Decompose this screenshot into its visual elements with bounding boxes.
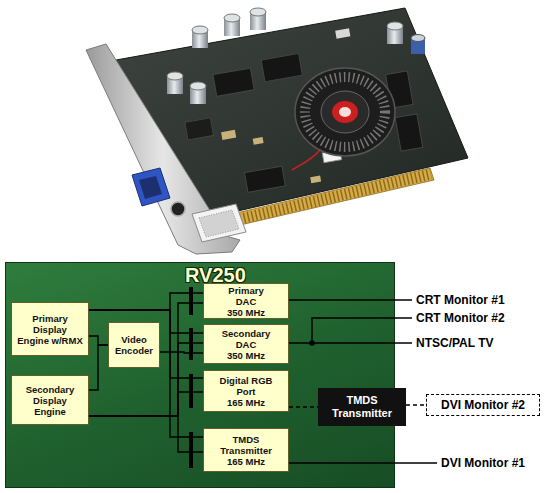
memory-chip	[213, 68, 254, 96]
vga-port	[132, 168, 170, 206]
heatsink-fins	[305, 77, 385, 147]
transmitter-box: TMDS Transmitter	[318, 388, 406, 426]
logo-badge	[332, 101, 358, 123]
output-label: NTSC/PAL TV	[416, 336, 494, 350]
block-label: TMDS Transmitter	[320, 394, 404, 420]
display-engine-box: Primary Display Engine w/RMX	[11, 302, 89, 356]
fan-hub	[321, 91, 369, 133]
mounting-bracket	[86, 44, 240, 254]
encoder-box: Video Encoder	[108, 322, 160, 368]
capacitor-top	[387, 22, 403, 30]
block-label: 350 MHz	[227, 307, 265, 318]
capacitor-top	[224, 14, 240, 22]
logo-mark	[339, 107, 351, 117]
capacitor-top	[167, 72, 183, 80]
chip-group	[174, 19, 426, 203]
block-label: DVI Monitor #2	[441, 398, 525, 412]
output-label: CRT Monitor #1	[416, 293, 505, 307]
smd-part	[310, 176, 321, 184]
block-label: Video Encoder	[111, 334, 157, 356]
block-label: Digital RGB Port	[211, 375, 281, 397]
smd-part	[221, 130, 236, 140]
output-port-box: TMDS Transmitter165 MHz	[203, 428, 289, 472]
vga-socket	[139, 176, 162, 199]
output-port-box: Digital RGB Port165 MHz	[203, 370, 289, 412]
circuit-board	[105, 8, 468, 222]
capacitor-top	[192, 26, 208, 34]
small-chip	[185, 118, 214, 140]
s-video-port	[171, 202, 185, 216]
output-port-box: Secondary DAC350 MHz	[203, 324, 289, 364]
block-label: 165 MHz	[227, 397, 265, 408]
display-engine-box: Secondary Display Engine	[11, 375, 89, 425]
block-label: Primary DAC	[218, 285, 274, 307]
block-label: 350 MHz	[227, 350, 265, 361]
memory-chip	[395, 114, 423, 151]
chip-panel: RV250Primary Display Engine w/RMXSeconda…	[5, 262, 395, 488]
dvi-port	[192, 204, 246, 242]
dashed-link	[406, 404, 426, 405]
block-label: 165 MHz	[227, 456, 265, 467]
capacitor-top	[190, 82, 206, 90]
block-label: Secondary Display Engine	[17, 384, 84, 417]
output-port-box: Primary DAC350 MHz	[203, 283, 289, 319]
smd-part	[253, 137, 264, 145]
block-label: TMDS Transmitter	[211, 434, 281, 456]
capacitor-top	[250, 8, 266, 16]
smd-part	[335, 28, 350, 38]
dvi-pins	[199, 210, 239, 237]
output-label: DVI Monitor #1	[441, 456, 525, 470]
heatsink	[295, 68, 395, 156]
block-label: Primary Display Engine w/RMX	[17, 313, 84, 346]
capacitor-top	[411, 35, 425, 42]
memory-chip	[244, 166, 285, 192]
output-label: CRT Monitor #2	[416, 311, 505, 325]
monitor-box: DVI Monitor #2	[426, 394, 540, 416]
memory-chip	[261, 53, 302, 81]
fan-wire	[292, 150, 320, 170]
block-label: Secondary DAC	[217, 328, 275, 350]
graphics-card-photo	[0, 0, 550, 258]
